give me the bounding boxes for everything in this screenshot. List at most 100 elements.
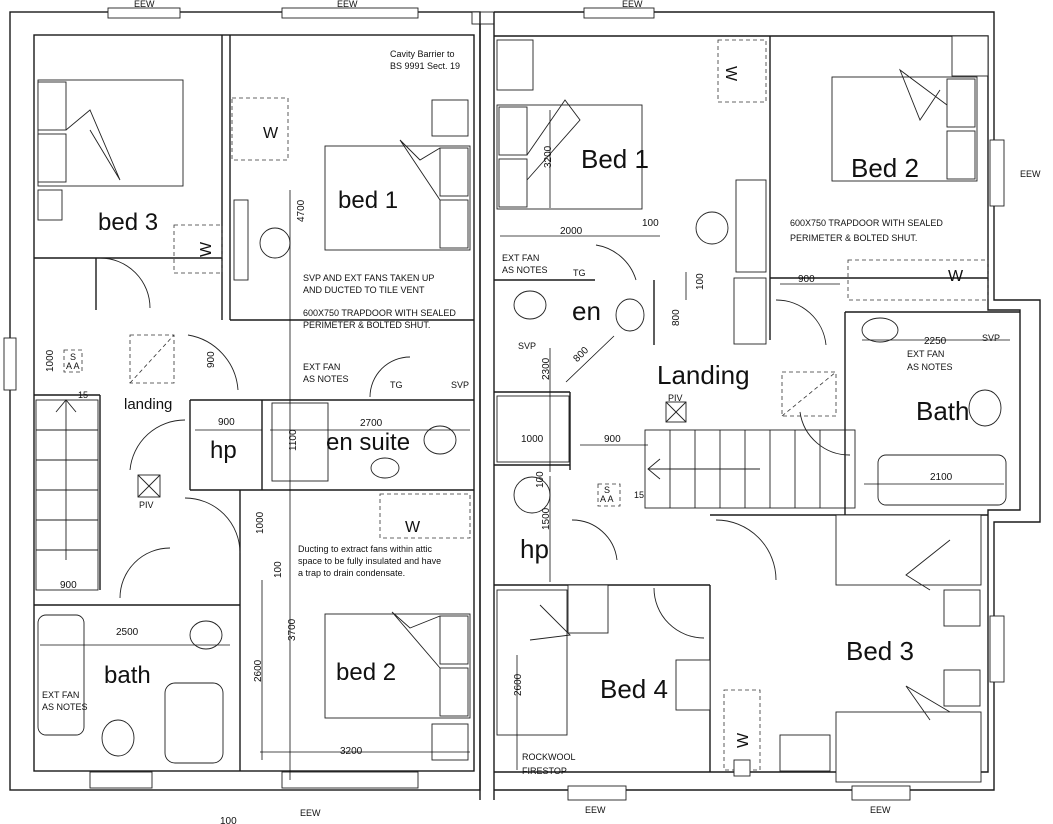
note-ext-fan-right: AS NOTES — [502, 265, 548, 275]
room-bed-3-left: bed 3 — [98, 209, 158, 236]
right-outer-wall — [494, 11, 1041, 791]
chair — [695, 211, 729, 245]
note-ext-fan-bath: EXT FAN — [42, 690, 79, 700]
note-ext-fan-bath: AS NOTES — [42, 702, 88, 712]
dimension-1500: 1500 — [541, 507, 552, 530]
dimension-1000: 1000 — [521, 434, 544, 445]
label-svp: SVP — [982, 333, 1000, 343]
dimension-3700: 3700 — [287, 618, 298, 641]
label-wardrobe: W — [263, 125, 279, 142]
cupboard — [675, 659, 711, 711]
note-cavity-barrier: Cavity Barrier to — [390, 49, 455, 59]
note-svp: SVP AND EXT FANS TAKEN UP — [303, 273, 434, 283]
smoke-alarm — [63, 349, 83, 373]
window-top-left-1 — [107, 7, 181, 19]
window-side-right-2 — [989, 615, 1005, 683]
right-inner-wall — [494, 35, 1021, 773]
wardrobe — [847, 259, 989, 301]
dimension-900: 900 — [60, 580, 77, 591]
label-smoke-aa: A A — [66, 361, 80, 371]
chair — [259, 227, 291, 259]
dimension-2300: 2300 — [541, 357, 552, 380]
label-piv: PIV — [668, 393, 683, 403]
bath-tub — [37, 614, 85, 736]
toilet — [513, 290, 547, 320]
bed-3-right-bed — [835, 514, 982, 783]
right-unit — [494, 7, 1041, 801]
bedside-table — [567, 584, 609, 634]
room-bed-1-right: Bed 1 — [581, 144, 649, 174]
label-eew: EEW — [1020, 169, 1041, 179]
note-trapdoor-right: 600X750 TRAPDOOR WITH SEALED — [790, 218, 943, 228]
door-swing — [119, 547, 171, 599]
window-bottom-left-2 — [281, 771, 419, 789]
party-wall-cap — [471, 11, 495, 25]
door-swing — [571, 519, 618, 561]
door-swing — [715, 519, 777, 581]
stairs-left — [35, 399, 99, 591]
window-side-right-1 — [989, 139, 1005, 207]
room-hp-left: hp — [210, 437, 237, 464]
wash-basin — [615, 298, 645, 332]
note-ducting: a trap to drain condensate. — [298, 568, 405, 578]
label-piv: PIV — [139, 500, 154, 510]
shower — [733, 277, 767, 345]
room-landing-right: Landing — [657, 360, 750, 390]
bedside-table — [431, 723, 469, 761]
bedside-table — [496, 39, 534, 91]
note-cavity-barrier: BS 9991 Sect. 19 — [390, 61, 460, 71]
dimension-800: 800 — [671, 309, 682, 326]
toilet — [423, 425, 457, 455]
label-eew: EEW — [622, 0, 643, 9]
note-ducting: space to be fully insulated and have — [298, 556, 441, 566]
door-swing — [369, 356, 411, 398]
door-swing — [653, 587, 705, 639]
toilet — [101, 719, 135, 757]
door-swing — [775, 299, 827, 346]
dimension-3200: 3200 — [340, 746, 363, 757]
wardrobe — [723, 689, 761, 771]
dimension-line — [565, 335, 615, 383]
bed-4-right-bed — [496, 589, 571, 736]
dimension-4700: 4700 — [296, 199, 307, 222]
desk — [735, 179, 767, 273]
note-rockwool: ROCKWOOL — [522, 752, 576, 762]
bedside-table — [431, 99, 469, 137]
stairs-right — [644, 429, 856, 509]
dimension-100: 100 — [220, 816, 237, 824]
wash-basin — [861, 317, 899, 343]
door-swing — [799, 411, 851, 456]
dimension-2600: 2600 — [513, 673, 524, 696]
label-eew: EEW — [337, 0, 358, 9]
dimension-100: 100 — [642, 218, 659, 229]
left-inner-wall — [33, 34, 475, 772]
window-bottom-right-1 — [567, 785, 627, 801]
smoke-alarm — [597, 483, 621, 507]
label-tg: TG — [390, 380, 403, 390]
dimension-2600: 2600 — [253, 659, 264, 682]
label-step-count: 15 — [634, 490, 644, 500]
note-ext-fan: AS NOTES — [303, 374, 349, 384]
note-trapdoor-left: 600X750 TRAPDOOR WITH SEALED — [303, 308, 456, 318]
label-wardrobe: W — [198, 241, 215, 257]
dimension-2250: 2250 — [924, 336, 947, 347]
label-step-count: 15 — [78, 390, 88, 400]
shower-tray — [271, 402, 329, 482]
note-svp: AND DUCTED TO TILE VENT — [303, 285, 425, 295]
bedside-table — [943, 589, 981, 627]
desk — [233, 199, 249, 281]
note-ducting: Ducting to extract fans within attic — [298, 544, 433, 554]
door-swing — [129, 419, 186, 471]
room-bath-right: Bath — [916, 396, 970, 426]
dimension-1000: 1000 — [255, 511, 266, 534]
dimension-2500: 2500 — [116, 627, 139, 638]
dimension-100: 100 — [273, 561, 284, 578]
label-tg: TG — [573, 268, 586, 278]
note-trapdoor-right: PERIMETER & BOLTED SHUT. — [790, 233, 917, 243]
room-hp-right: hp — [520, 534, 549, 564]
dimension-100: 100 — [695, 273, 706, 290]
shower-tray — [496, 395, 570, 463]
label-wardrobe: W — [948, 268, 964, 285]
room-bed-1-left: bed 1 — [338, 187, 398, 214]
